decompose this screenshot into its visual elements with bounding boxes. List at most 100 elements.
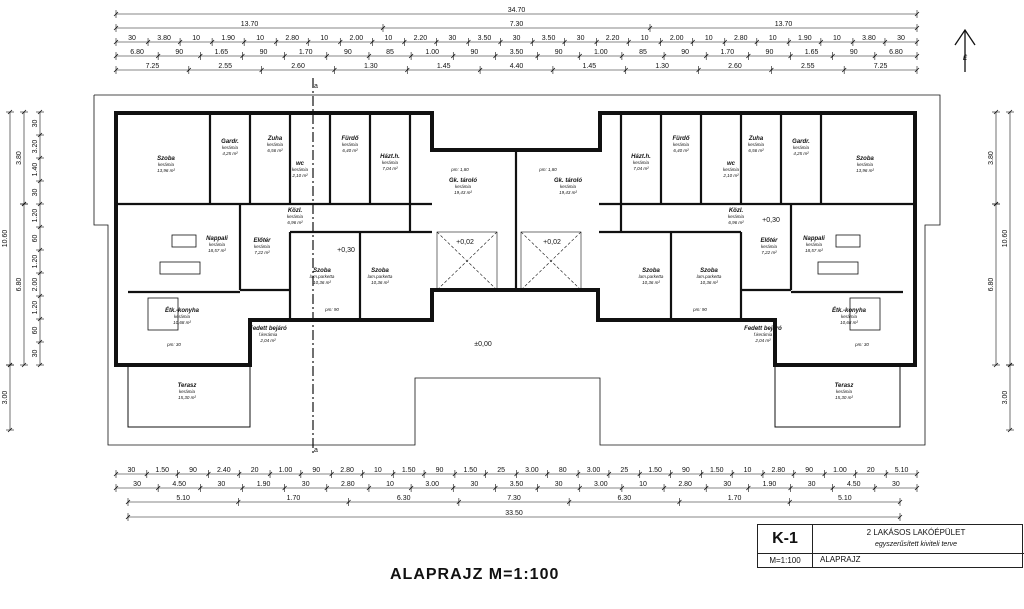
room-kozl-right-area: 6,96 m²: [728, 220, 744, 225]
dim-bottom-row1-label: 90: [189, 467, 197, 474]
dim-left-sub-tick: [37, 132, 43, 138]
dim-bottom-row1-tick: [329, 471, 334, 477]
dim-top-row5-label: 7.25: [146, 63, 160, 70]
dim-bottom-row1-label: 2.80: [772, 467, 786, 474]
dim-left-sub-label: 2.00: [32, 278, 39, 292]
dim-bottom-row1-tick: [637, 471, 643, 477]
room-etkonyha-left-floor: kerámia: [174, 314, 191, 319]
sofa-left: [171, 234, 197, 248]
dim-top-row5-label: 1.45: [437, 63, 451, 70]
dim-top-row4-label: 3.50: [510, 49, 524, 56]
room-furdo-left-name: Fürdő: [342, 136, 359, 142]
dim-top-row4-tick: [830, 53, 835, 59]
dim-bottom-row1-tick: [514, 471, 519, 477]
room-gk-tarolo-left-floor: kerámia: [455, 184, 472, 189]
dim-bottom-row2-tick: [830, 485, 835, 491]
dim-left-sub-label: 1.40: [32, 163, 39, 177]
dim-top-row3-tick: [402, 39, 407, 45]
dim-top-row5-tick: [259, 67, 264, 73]
level-garage-right: +0,02: [543, 239, 561, 246]
north-label: É: [963, 54, 968, 62]
dim-bottom-row1-tick: [914, 471, 920, 477]
dim-top-row2-tick: [647, 25, 653, 31]
room-szoba2-left-floor: lam.parketta: [310, 274, 335, 279]
dim-top-row5-tick: [332, 67, 337, 73]
dim-top-total-tick: [113, 11, 119, 17]
dim-top-row3-tick: [594, 39, 599, 45]
dim-bottom-row2-label: 10: [639, 481, 647, 488]
dim-top-row3-label: 10: [192, 35, 200, 42]
room-nappali-right-floor: kerámia: [806, 242, 823, 247]
dim-bottom-row1-label: 1.50: [710, 467, 724, 474]
room-szoba3-right-area: 10,36 m²: [642, 280, 660, 285]
dim-top-row4-tick: [493, 53, 498, 59]
couch-right: [817, 261, 859, 275]
pm-garage-left: pm: 1,80: [450, 167, 469, 172]
dim-left-sub-label: 3.20: [32, 140, 39, 154]
room-haztart-left-name: Házt.h.: [380, 154, 400, 160]
dim-top-row3-label: 10: [256, 35, 264, 42]
dim-left-sub-tick: [37, 201, 43, 207]
dim-bottom-row1-tick: [822, 471, 827, 477]
dim-top-row4-tick: [240, 53, 245, 59]
dim-left-sub-tick: [37, 224, 43, 230]
dim-top-total-label: 34.70: [508, 7, 526, 14]
dim-top-row3-label: 30: [577, 35, 585, 42]
dim-bottom-row1-label: 10: [744, 467, 752, 474]
pm-room-right: pm: 90: [692, 307, 707, 312]
dim-bottom-row2-label: 3.00: [425, 481, 439, 488]
room-gk-tarolo-left-area: 19,43 m²: [454, 190, 472, 195]
dim-top-row3-tick: [209, 39, 215, 45]
dim-bottom-row2-tick: [661, 485, 667, 491]
dim-bottom-row1-label: 1.50: [402, 467, 416, 474]
dim-bottom-row3-label: 5.10: [176, 495, 190, 502]
dim-top-row3-label: 30: [897, 35, 905, 42]
dim-top-row4-tick: [450, 53, 456, 59]
dim-left-sub-tick: [37, 155, 43, 161]
dim-top-row4-label: 90: [850, 49, 858, 56]
dim-top-row4-label: 85: [639, 49, 647, 56]
room-eloter-right-name: Előtér: [760, 238, 778, 244]
dim-left-terrace-tick: [7, 362, 13, 368]
terrace-left: [127, 364, 251, 428]
dim-top-row3-tick: [850, 39, 856, 45]
dim-bottom-row2-label: 30: [217, 481, 225, 488]
dim-bottom-row3-label: 1.70: [287, 495, 301, 502]
project-title: 2 LAKÁSOS LAKÓÉPÜLET: [866, 528, 966, 537]
couch-left: [159, 261, 201, 275]
dim-top-row4-tick: [788, 53, 793, 59]
dim-top-row4-tick: [746, 53, 751, 59]
dim-bottom-row2-tick: [619, 485, 625, 491]
room-zuhany-left-floor: kerámia: [267, 142, 284, 147]
room-terasz-left-name: Terasz: [178, 383, 197, 389]
dim-top-row3-label: 10: [384, 35, 392, 42]
dim-bottom-row2-label: 3.50: [510, 481, 524, 488]
dim-top-row3-label: 2.00: [349, 35, 363, 42]
room-terasz-right-floor: kerámia: [836, 389, 853, 394]
room-kozl-left-floor: kerámia: [287, 214, 304, 219]
dim-top-row3-label: 30: [128, 35, 136, 42]
dim-top-row5-tick: [769, 67, 774, 73]
dim-bottom-row3-label: 6.30: [397, 495, 411, 502]
dim-top-row3-label: 1.90: [798, 35, 812, 42]
sheet-scale: M=1:100: [758, 553, 813, 568]
dim-top-row5-label: 2.55: [218, 63, 232, 70]
dim-top-row4-label: 1.70: [720, 49, 734, 56]
room-wc-left-floor: kerámia: [292, 167, 309, 172]
dim-bottom-row1-label: 90: [312, 467, 320, 474]
dim-left-sub-tick: [37, 247, 43, 253]
dining-table-right: [849, 297, 881, 331]
dim-top-row4-tick: [577, 53, 583, 59]
dim-bottom-row2-tick: [535, 485, 540, 491]
dim-right-total-label: 10.60: [1002, 230, 1009, 248]
room-furdo-left-area: 6,40 m²: [342, 148, 358, 153]
sheet-code: K-1: [758, 525, 813, 554]
dim-bottom-row1-label: 1.50: [463, 467, 477, 474]
room-gardrob-right-name: Gardr.: [792, 139, 810, 145]
dim-bottom-row1-tick: [452, 471, 458, 477]
dim-bottom-row1-label: 1.00: [833, 467, 847, 474]
room-gardrob-left-name: Gardr.: [221, 139, 239, 145]
dim-top-row3-tick: [498, 39, 503, 45]
dim-bottom-row1-label: 2.80: [340, 467, 354, 474]
dim-bottom-row2-tick: [746, 485, 751, 491]
